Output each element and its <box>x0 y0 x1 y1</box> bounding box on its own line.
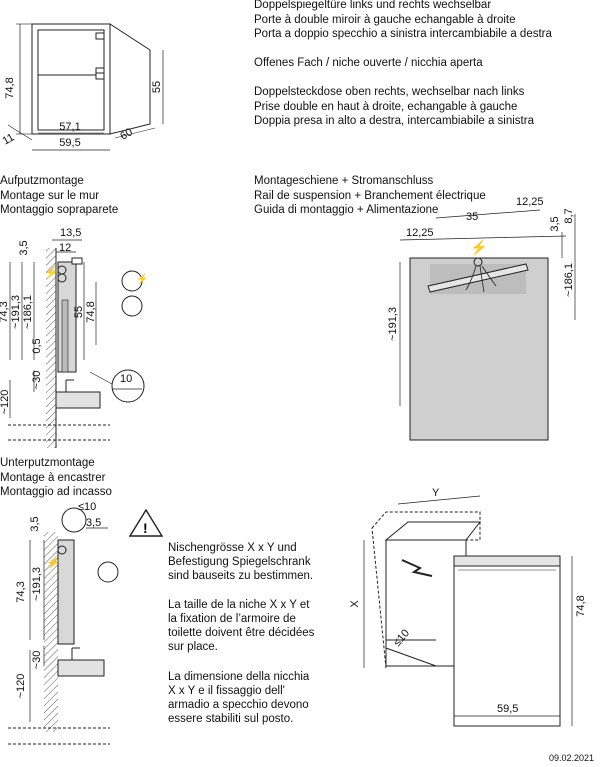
flush-dim-le10: ≤10 <box>78 501 96 513</box>
surface-mount-drawing <box>8 239 145 448</box>
surface-dim-74-8: 74,8 <box>85 301 97 322</box>
surface-dim-186-1: ~186,1 <box>22 295 34 329</box>
niche-dim-59-5: 59,5 <box>497 703 518 715</box>
niche-note-de: Nischengrösse X x Y und Befestigung Spie… <box>168 542 314 582</box>
rail-dim-186-1: ~186,1 <box>563 263 575 297</box>
rail-dim-12-25-right: 12,25 <box>516 196 544 208</box>
surface-dim-10: 10 <box>120 373 132 385</box>
flush-dim-74-3: 74,3 <box>15 581 27 602</box>
flush-dim-3-5-right: 3,5 <box>86 517 101 529</box>
flush-mount-drawing <box>8 507 164 745</box>
surface-dim-12: 12 <box>59 242 71 254</box>
niche-note-it: La dimensione della nicchia X x Y e il f… <box>168 671 310 725</box>
flush-mount-title-it: Montaggio ad incasso <box>0 486 112 498</box>
flush-mount-title-fr: Montage à encastrer <box>0 472 106 484</box>
spec-line-5: Doppelsteckdose oben rechts, wechselbar … <box>254 86 525 98</box>
warning-icon: ! <box>143 520 148 536</box>
niche-dim-x: X <box>349 600 361 608</box>
surface-dim-3-5: 3,5 <box>18 240 30 255</box>
lightning-icon: ⚡ <box>136 272 148 285</box>
lightning-icon: ⚡ <box>44 265 59 279</box>
surface-dim-55: 55 <box>73 306 85 318</box>
rail-title-fr: Rail de suspension + Branchement électri… <box>254 190 486 202</box>
top-dim-59-5: 59,5 <box>59 137 80 149</box>
top-dim-74-8: 74,8 <box>4 77 16 98</box>
lightning-icon: ⚡ <box>470 239 487 256</box>
rail-dim-3-5: 3,5 <box>549 216 561 231</box>
flush-dim-120: ~120 <box>15 674 27 699</box>
rail-drawing <box>399 209 576 441</box>
top-dim-55: 55 <box>151 81 163 93</box>
rail-title-de: Montageschiene + Stromanschluss <box>254 175 434 187</box>
rail-dim-12-25-left: 12,25 <box>406 227 434 239</box>
flush-dim-3-5-left: 3,5 <box>29 516 41 531</box>
niche-dim-y: Y <box>432 487 440 499</box>
niche-dim-74-8: 74,8 <box>575 595 587 616</box>
spec-line-7: Doppia presa in alto a destra, intercamb… <box>254 115 534 127</box>
surface-dim-13-5: 13,5 <box>60 227 81 239</box>
niche-drawing <box>363 495 573 727</box>
surface-mount-title-it: Montaggio sopraparete <box>0 204 119 216</box>
top-dim-57-1: 57,1 <box>59 121 80 133</box>
surface-dim-120: ~120 <box>0 390 11 415</box>
rail-dim-191-3: ~191,3 <box>387 307 399 341</box>
flush-mount-title-de: Unterputzmontage <box>0 457 95 469</box>
spec-line-1: Doppelspiegeltüre links und rechts wechs… <box>254 0 492 11</box>
rail-dim-35: 35 <box>466 211 478 223</box>
surface-mount-title-de: Aufputzmontage <box>0 175 84 187</box>
lightning-icon: ⚡ <box>46 555 61 569</box>
spec-line-2: Porte à double miroir à gauche echangabl… <box>254 14 516 26</box>
flush-dim-191-3: ~191,3 <box>31 567 43 601</box>
spec-line-6: Prise double en haut à droite, echangabl… <box>254 101 518 113</box>
surface-mount-title-fr: Montage sur le mur <box>0 190 100 202</box>
rail-dim-8-7: 8,7 <box>563 208 575 223</box>
niche-dim-le10: ≤10 <box>391 627 412 649</box>
top-dim-11: 11 <box>1 131 17 147</box>
surface-dim-0-5: 0,5 <box>31 338 43 353</box>
document-date: 09.02.2021 <box>548 753 594 763</box>
flush-dim-30: ~30 <box>31 651 43 670</box>
spec-line-4: Offenes Fach / niche ouverte / nicchia a… <box>254 57 483 69</box>
surface-dim-74-3: 74,3 <box>0 301 10 322</box>
rail-title-it: Guida di montaggio + Alimentazione <box>254 204 439 216</box>
top-dim-60: 60 <box>118 126 135 143</box>
surface-dim-191-3: ~191,3 <box>10 295 22 329</box>
spec-line-3: Porta a doppio specchio a sinistra inter… <box>254 28 552 40</box>
surface-dim-30: ~30 <box>31 371 43 390</box>
niche-note-fr: La taille de la niche X x Y et la fixati… <box>168 599 315 653</box>
cabinet-iso-drawing <box>7 23 164 151</box>
